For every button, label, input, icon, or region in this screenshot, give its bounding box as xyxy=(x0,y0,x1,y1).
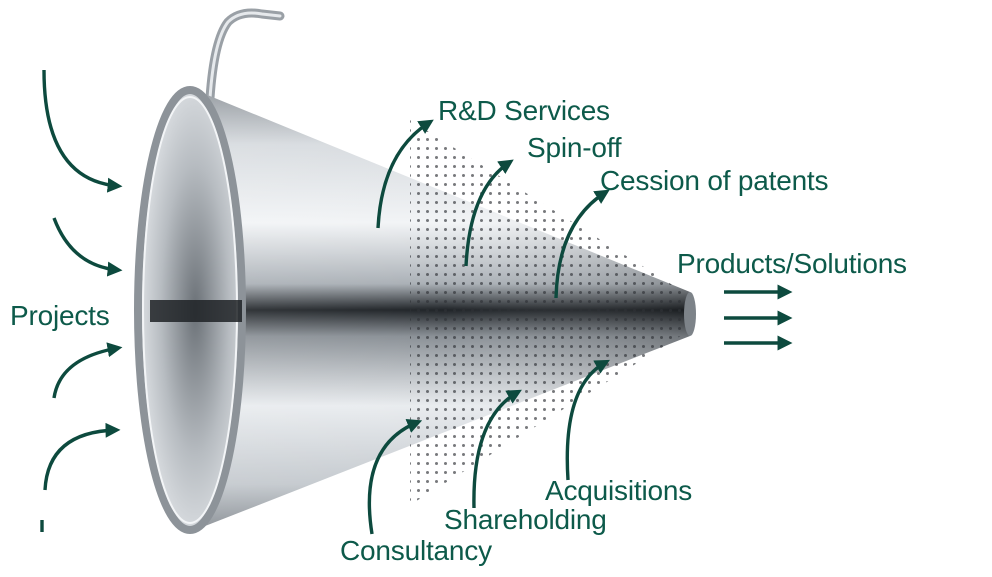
arrow-icon xyxy=(472,389,522,509)
tip-output-arrows xyxy=(724,284,793,351)
arrow-icon xyxy=(376,119,434,229)
arrow-icon xyxy=(554,189,610,299)
consultancy-label: Consultancy xyxy=(340,535,492,566)
rd-services-label: R&D Services xyxy=(438,95,610,126)
handle-icon xyxy=(205,8,285,103)
arrow-icon xyxy=(52,342,123,399)
arrow-icon xyxy=(464,159,514,267)
products-solutions-label: Products/Solutions xyxy=(677,248,907,279)
shareholding-label: Shareholding xyxy=(444,504,607,535)
arrow-icon xyxy=(43,422,121,491)
projects-label: Projects xyxy=(10,300,110,331)
arrow-icon xyxy=(565,359,610,481)
arrow-icon xyxy=(42,69,123,193)
spin-off-label: Spin-off xyxy=(527,132,622,163)
lower-output-arrows xyxy=(367,359,610,535)
arrow-icon xyxy=(367,418,423,535)
acquisitions-label: Acquisitions xyxy=(545,475,693,506)
input-arrows xyxy=(40,69,123,532)
upper-output-arrows xyxy=(376,119,610,299)
arrow-icon xyxy=(52,217,123,277)
cession-of-patents-label: Cession of patents xyxy=(600,165,829,196)
